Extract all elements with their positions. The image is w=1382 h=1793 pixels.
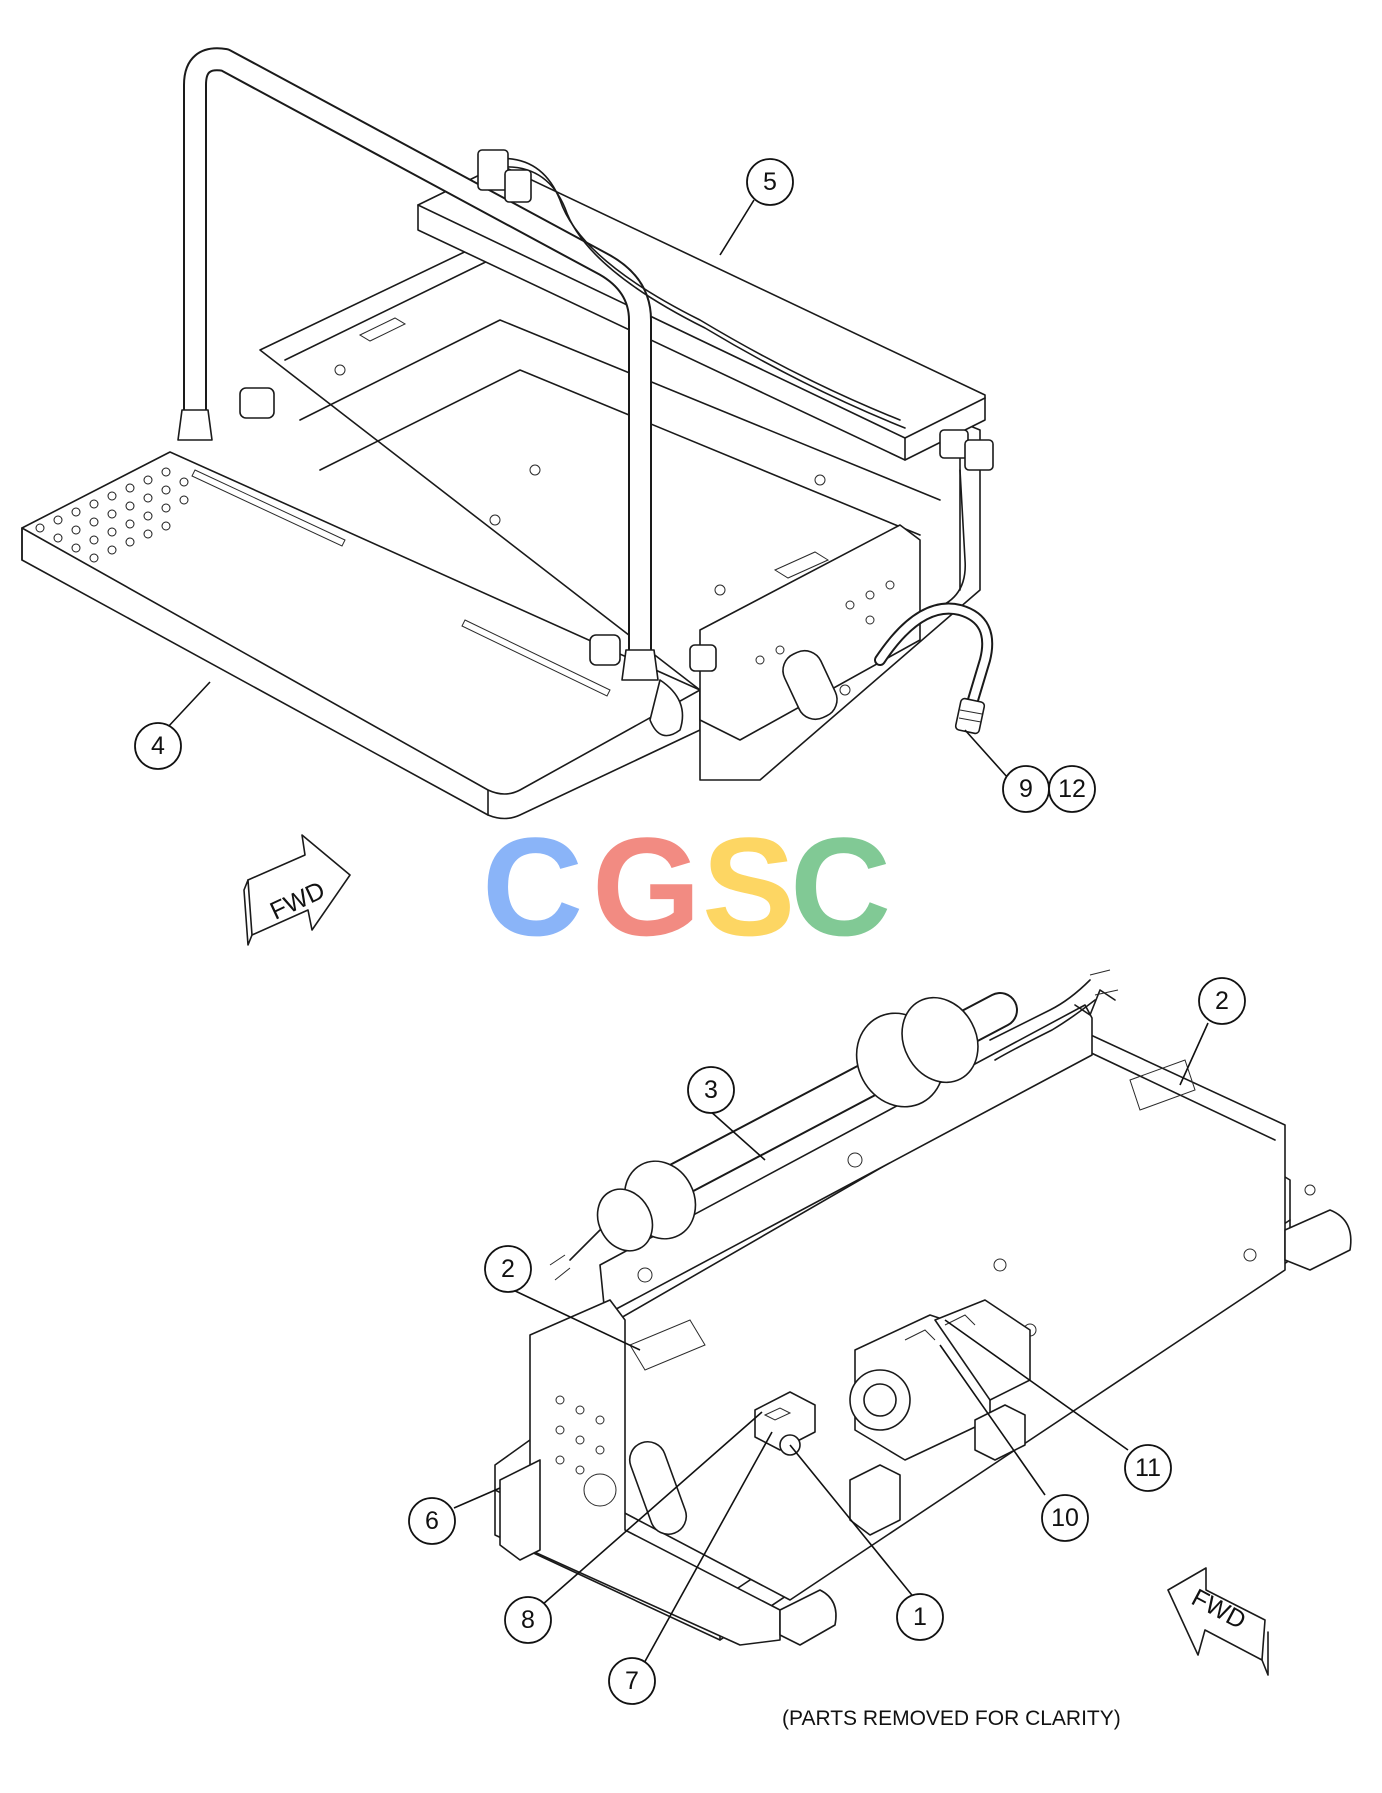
hydraulic-cylinder: [549, 969, 1119, 1283]
callout-8: 8: [504, 1596, 552, 1644]
upper-step-assembly: [21, 47, 994, 820]
upper-wire-harness: [477, 149, 994, 611]
callout-1: 1: [896, 1593, 944, 1641]
callout-9: 9: [1002, 765, 1050, 813]
step-perforation-holes: [35, 467, 189, 563]
callout-4-label: 4: [151, 732, 165, 760]
callout-8-label: 8: [521, 1606, 535, 1634]
callout-3: 3: [687, 1066, 735, 1114]
cgsc-logo: C G S C: [482, 808, 891, 965]
callout-2-left-label: 2: [501, 1255, 515, 1283]
callout-9-label: 9: [1019, 775, 1033, 803]
callout-2-right-label: 2: [1215, 987, 1229, 1015]
callout-7-label: 7: [625, 1667, 639, 1695]
leader-lines: [166, 199, 1209, 1666]
callout-10-label: 10: [1051, 1504, 1079, 1532]
parts-removed-note: (PARTS REMOVED FOR CLARITY): [782, 1707, 1121, 1730]
side-mount-plate: [699, 524, 921, 741]
callout-3-label: 3: [704, 1076, 718, 1104]
callout-11: 11: [1124, 1444, 1172, 1492]
logo-letter-c1: C: [482, 808, 583, 965]
callout-2-left: 2: [484, 1245, 532, 1293]
logo-letter-c2: C: [790, 808, 891, 965]
lower-frame-assembly: [494, 969, 1352, 1646]
callout-1-label: 1: [913, 1603, 927, 1631]
fwd-arrow-bottom: FWD: [1167, 1567, 1269, 1676]
callout-5-label: 5: [763, 168, 777, 196]
handrail: [177, 47, 659, 681]
callout-6: 6: [408, 1497, 456, 1545]
handrail-brackets: [239, 387, 717, 737]
callout-6-label: 6: [425, 1507, 439, 1535]
callout-2-right: 2: [1198, 977, 1246, 1025]
cable-and-connector: [874, 602, 994, 735]
callout-12-label: 12: [1058, 775, 1086, 803]
actuator-motor: [849, 1299, 1031, 1536]
callout-11-label: 11: [1135, 1454, 1161, 1482]
callout-4: 4: [134, 722, 182, 770]
callout-10: 10: [1041, 1494, 1089, 1542]
logo-letter-g: G: [592, 808, 701, 965]
callout-5: 5: [746, 158, 794, 206]
callout-12: 12: [1048, 765, 1096, 813]
logo-letter-s: S: [702, 808, 795, 965]
callout-7: 7: [608, 1657, 656, 1705]
fwd-arrow-top: FWD: [243, 834, 351, 946]
